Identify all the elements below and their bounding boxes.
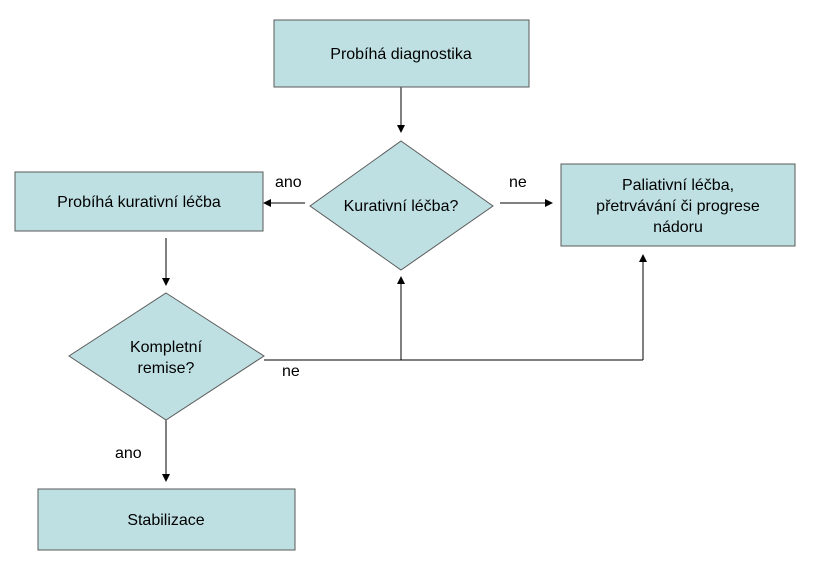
node-paliativni-line1: Paliativní léčba, bbox=[622, 177, 734, 194]
label-kurativni-ano: ano bbox=[275, 174, 302, 191]
decision-remise: Kompletní remise? bbox=[68, 292, 265, 421]
node-kurativni-lecba-label: Probíhá kurativní léčba bbox=[57, 194, 221, 211]
decision-remise-line2: remise? bbox=[138, 360, 195, 377]
label-remise-ne: ne bbox=[282, 363, 300, 380]
decision-remise-line1: Kompletní bbox=[130, 339, 203, 356]
decision-kurativni-label: Kurativní léčba? bbox=[344, 198, 459, 215]
node-diagnostika-label: Probíhá diagnostika bbox=[330, 46, 472, 63]
node-stabilizace: Stabilizace bbox=[37, 488, 296, 551]
node-diagnostika: Probíhá diagnostika bbox=[273, 19, 530, 88]
node-kurativni-lecba: Probíhá kurativní léčba bbox=[14, 171, 264, 232]
label-remise-ano: ano bbox=[115, 445, 142, 462]
decision-kurativni: Kurativní léčba? bbox=[309, 140, 494, 271]
node-paliativni-line3: nádoru bbox=[653, 219, 703, 236]
label-kurativni-ne: ne bbox=[509, 174, 527, 191]
node-paliativni: Paliativní léčba, přetrvávání či progres… bbox=[560, 163, 796, 247]
node-stabilizace-label: Stabilizace bbox=[127, 512, 204, 529]
node-paliativni-line2: přetrvávání či progrese bbox=[596, 198, 760, 215]
